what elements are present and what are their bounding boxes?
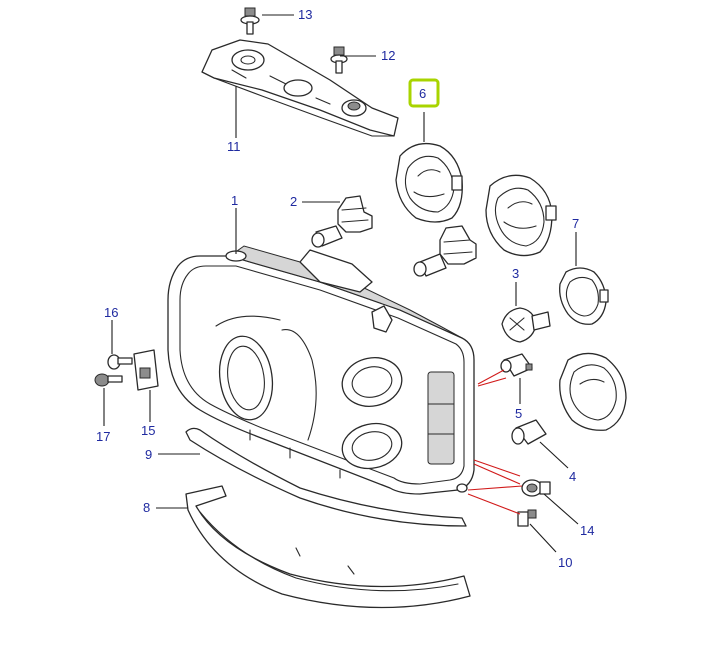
callout-6[interactable]: 6 <box>419 86 426 101</box>
callout-15[interactable]: 15 <box>141 423 155 438</box>
bulb-holder-part-5[interactable] <box>500 353 533 377</box>
callout-16[interactable]: 16 <box>104 305 118 320</box>
lamp-bowl-part-6b[interactable] <box>485 174 557 257</box>
callout-1[interactable]: 1 <box>231 193 238 208</box>
reflector-part-7[interactable] <box>559 267 609 325</box>
red-leader-lines <box>467 369 523 515</box>
bulb-part-3[interactable] <box>501 307 551 343</box>
callout-7[interactable]: 7 <box>572 216 579 231</box>
callout-4[interactable]: 4 <box>569 469 576 484</box>
screw-part-17[interactable] <box>94 373 123 387</box>
upper-mounting-bracket-part-11[interactable] <box>201 39 399 137</box>
callout-3[interactable]: 3 <box>512 266 519 281</box>
callout-9[interactable]: 9 <box>145 447 152 462</box>
callout-2[interactable]: 2 <box>290 194 297 209</box>
bulb-part-4[interactable] <box>511 419 547 445</box>
callout-leader-lines <box>103 14 579 553</box>
lamp-bowl-part-6[interactable] <box>395 142 463 223</box>
bolt-part-13[interactable] <box>240 7 260 35</box>
headlamp-housing-part-1[interactable] <box>167 245 475 495</box>
callout-17[interactable]: 17 <box>96 429 110 444</box>
callout-12[interactable]: 12 <box>381 48 395 63</box>
highlight-box-part-6 <box>408 78 440 108</box>
bolt-part-12[interactable] <box>330 46 348 74</box>
screw-part-16[interactable] <box>107 354 133 370</box>
bulb-part-2b[interactable] <box>413 225 477 277</box>
bulb-part-10[interactable] <box>517 509 537 527</box>
callout-labels: 13 12 11 6 2 1 7 3 16 15 17 9 5 4 8 14 1… <box>96 7 594 570</box>
callout-11[interactable]: 11 <box>227 139 241 154</box>
callout-5[interactable]: 5 <box>515 406 522 421</box>
bulb-part-2[interactable] <box>311 195 373 248</box>
callout-13[interactable]: 13 <box>298 7 312 22</box>
lower-finisher-part-8[interactable] <box>185 485 471 609</box>
seal-strip-part-9[interactable] <box>185 427 467 527</box>
callout-10[interactable]: 10 <box>558 555 572 570</box>
callout-8[interactable]: 8 <box>143 500 150 515</box>
bracket-part-15[interactable] <box>133 349 159 391</box>
callout-14[interactable]: 14 <box>580 523 594 538</box>
lower-reflector-bowl[interactable] <box>559 352 627 431</box>
bulb-part-14[interactable] <box>521 479 551 497</box>
